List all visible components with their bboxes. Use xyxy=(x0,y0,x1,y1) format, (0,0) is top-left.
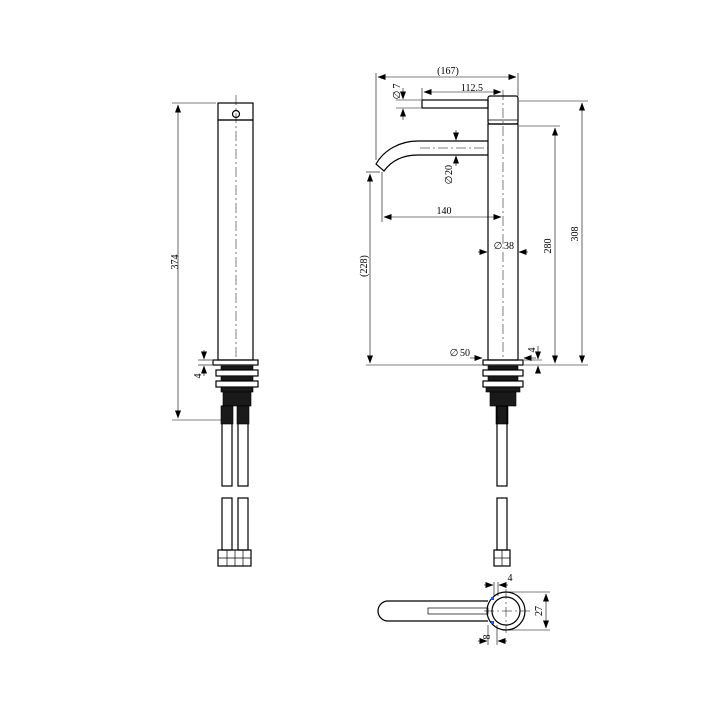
top-blue-marker-top xyxy=(491,597,494,600)
front-view: (167) 112.5 ∅ 7 ∅ 20 140 ∅ 38 (228) xyxy=(359,66,588,567)
dim-slot-offset: 4 xyxy=(508,573,513,584)
top-blue-marker-bottom xyxy=(491,621,494,624)
dim-side-base-thickness: 4 xyxy=(193,374,204,379)
front-handle-lever xyxy=(421,99,489,109)
dim-spout-diameter: 20 xyxy=(444,165,455,175)
dim-handle-length: 112.5 xyxy=(461,83,483,94)
front-threaded-shank xyxy=(489,391,517,407)
side-hose-fitting-right xyxy=(236,405,250,425)
side-view: 374 4 xyxy=(170,95,259,567)
dim-front-base-thickness: 4 xyxy=(527,348,538,353)
side-base-flange xyxy=(212,359,259,366)
top-view: 4 8 27 xyxy=(377,573,550,645)
front-gasket-3 xyxy=(485,386,521,393)
dim-handle-diameter-symbol: ∅ xyxy=(392,91,403,100)
dim-handle-offset: 8 xyxy=(482,635,493,640)
front-spout xyxy=(375,140,488,172)
dim-overall-height: 374 xyxy=(170,255,181,270)
front-hose-upper xyxy=(496,405,508,487)
dim-spout-height: (228) xyxy=(359,255,370,277)
front-washer xyxy=(482,369,524,377)
dim-body-diameter-symbol: ∅ xyxy=(494,241,503,252)
dim-body-diameter: 38 xyxy=(504,241,514,252)
side-nut xyxy=(215,380,259,388)
top-handle-slot xyxy=(427,607,489,615)
side-gasket-1 xyxy=(220,365,254,371)
dim-overall-reach: (167) xyxy=(437,66,459,77)
front-gasket-1 xyxy=(487,365,519,371)
side-gasket-2 xyxy=(220,375,254,382)
dim-body-depth: 27 xyxy=(534,606,545,616)
side-hose-right-lower xyxy=(237,497,249,551)
front-hose-lower xyxy=(496,497,508,551)
front-hose-fitting xyxy=(495,405,509,425)
front-base-flange xyxy=(482,359,524,366)
dim-spout-diameter-symbol: ∅ xyxy=(444,176,455,185)
dim-spout-reach: 140 xyxy=(437,206,452,217)
side-gasket-3 xyxy=(220,386,254,393)
top-spout xyxy=(377,600,488,622)
front-nut xyxy=(482,380,524,388)
dim-base-diameter-symbol: ∅ xyxy=(450,348,459,359)
dim-total-height: 308 xyxy=(570,227,581,242)
side-hose-fitting-left xyxy=(220,405,234,425)
dim-base-diameter: 50 xyxy=(460,348,470,359)
dim-body-height: 280 xyxy=(543,239,554,254)
side-body xyxy=(217,119,254,361)
dim-handle-diameter: 7 xyxy=(392,84,403,89)
side-threaded-shank xyxy=(222,391,252,407)
side-washer xyxy=(215,369,259,377)
side-hose-left-lower xyxy=(221,497,233,551)
front-gasket-2 xyxy=(487,375,519,382)
